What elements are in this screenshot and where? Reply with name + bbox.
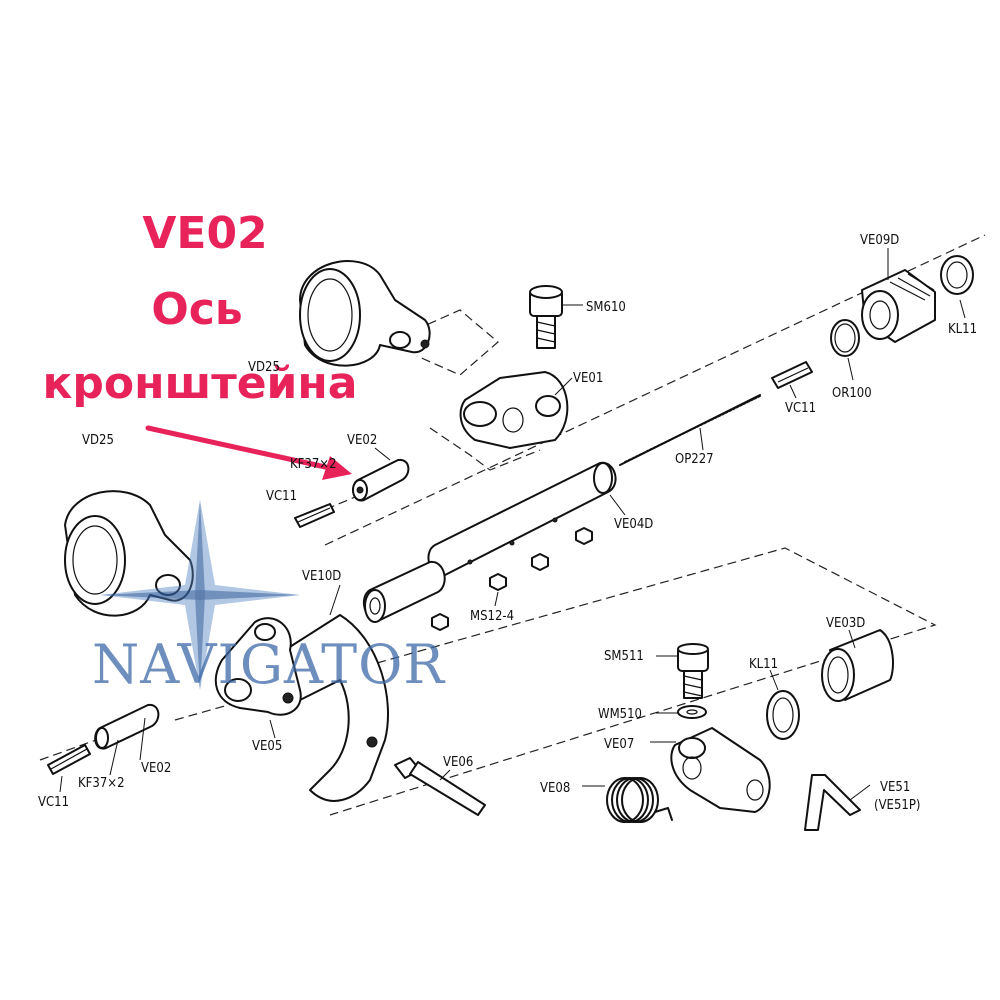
label-kl11-bottom: KL11 — [749, 657, 778, 672]
label-ve08: VE08 — [540, 781, 570, 796]
label-vd25-left: VD25 — [82, 433, 114, 448]
part-kl11-top — [940, 255, 974, 295]
label-vd25-top: VD25 — [248, 360, 280, 375]
label-ve01: VE01 — [573, 371, 603, 386]
part-op227 — [619, 394, 761, 466]
part-labels: SM610 VE09D KL11 VD25 VE01 OR100 VC11 OP… — [38, 233, 977, 813]
leader-lines — [59, 248, 966, 801]
label-ve02-top: VE02 — [347, 433, 377, 448]
part-ve09d — [861, 269, 936, 343]
label-kf37-top: KF37×2 — [290, 457, 337, 472]
label-op227: OP227 — [675, 452, 714, 467]
part-vd25-left — [64, 490, 194, 617]
part-ve07 — [670, 727, 771, 813]
part-ve08 — [606, 777, 673, 823]
label-vc11-top: VC11 — [785, 401, 816, 416]
part-wm510 — [677, 705, 707, 719]
callout-code: VE02 — [142, 208, 267, 259]
part-vc11-bottom — [47, 744, 91, 775]
callout-arrow — [145, 425, 352, 480]
watermark: NAVIGATOR — [92, 500, 445, 696]
label-sm511: SM511 — [604, 649, 644, 664]
part-ve01 — [459, 371, 569, 449]
callout-line2: кронштейна — [43, 358, 358, 409]
part-ve03d — [821, 629, 894, 702]
label-ve10d: VE10D — [302, 569, 341, 584]
label-ve07: VE07 — [604, 737, 634, 752]
label-ve02-bottom: VE02 — [141, 761, 171, 776]
part-ve06 — [394, 757, 486, 816]
label-ve04d: VE04D — [614, 517, 653, 532]
compass-star-icon — [100, 500, 300, 690]
part-sm610 — [529, 285, 563, 349]
part-ve02-top — [352, 458, 410, 502]
part-vc11-mid — [294, 503, 335, 528]
part-vc11-top — [771, 361, 813, 389]
label-kf37-bottom: KF37×2 — [78, 776, 125, 791]
label-vc11-mid: VC11 — [266, 489, 297, 504]
watermark-text: NAVIGATOR — [92, 633, 445, 696]
part-ve02-bottom — [94, 703, 160, 750]
label-sm610: SM610 — [586, 300, 626, 315]
label-ve03d: VE03D — [826, 616, 865, 631]
callout-line1: Ось — [151, 284, 242, 335]
part-or100 — [830, 319, 860, 357]
part-ve10d — [284, 614, 389, 802]
part-sm511 — [677, 643, 709, 699]
part-vd25-top — [299, 260, 431, 367]
part-ms12-4 — [431, 527, 593, 631]
part-shaft-collar — [362, 560, 446, 623]
part-ve05 — [214, 617, 302, 716]
label-kl11-top: KL11 — [948, 322, 977, 337]
part-ve51 — [804, 774, 861, 831]
label-ve51: VE51 — [880, 780, 910, 795]
label-ve06: VE06 — [443, 755, 473, 770]
label-or100: OR100 — [832, 386, 872, 401]
part-kl11-bottom — [766, 690, 800, 740]
label-ve09d: VE09D — [860, 233, 899, 248]
label-vc11-bottom: VC11 — [38, 795, 69, 810]
label-ve51p: (VE51P) — [874, 798, 920, 813]
label-ms12-4: MS12-4 — [470, 609, 514, 624]
label-ve05: VE05 — [252, 739, 282, 754]
label-wm510: WM510 — [598, 707, 642, 722]
part-ve04d — [427, 461, 617, 577]
callout: VE02 Ось кронштейна — [43, 208, 358, 480]
